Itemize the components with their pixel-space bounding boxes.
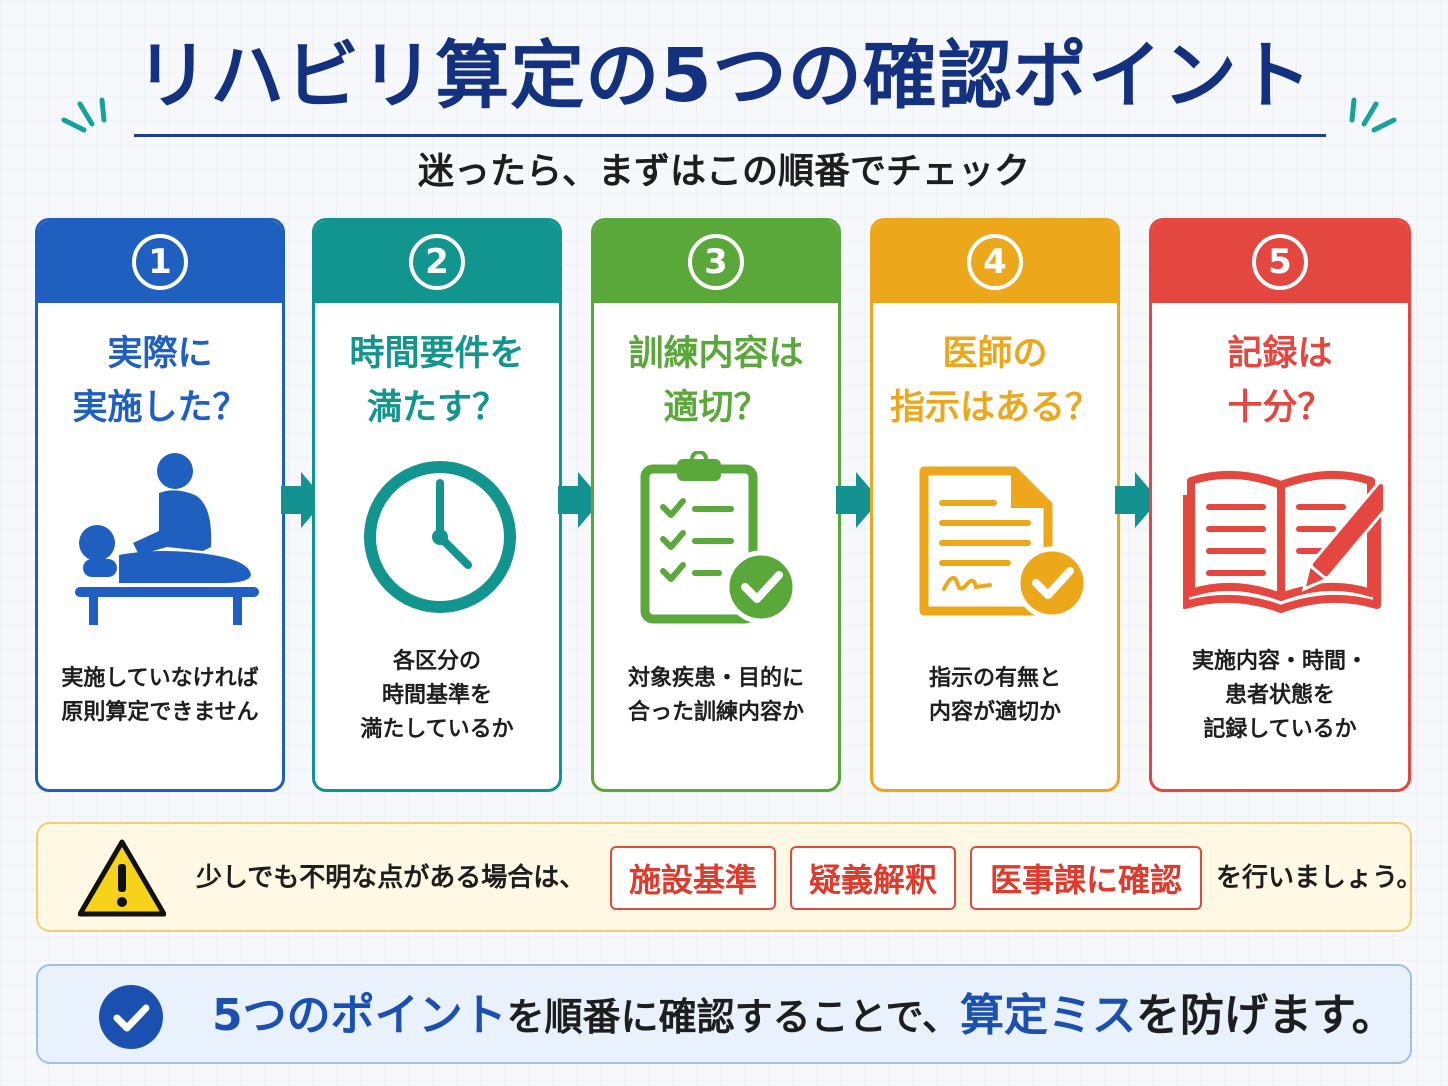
step-card-5: 5 記録は 十分？ 実施内容・時間・ 患者状態を 記録しているか bbox=[1149, 218, 1411, 792]
step-description-3: 対象疾患・目的に 合った訓練内容か bbox=[627, 666, 804, 725]
step-card-3: 3 訓練内容は 適切？ 対象疾患・目的に 合った訓練内容か bbox=[591, 218, 841, 792]
step-header-1: 1 bbox=[38, 221, 282, 303]
step-header-3: 3 bbox=[594, 221, 838, 303]
step-question-3: 訓練内容は 適切？ bbox=[628, 334, 804, 428]
arrow-right-icon bbox=[836, 472, 880, 528]
step-card-4: 4 医師の 指示はある？ 指示の有無と 内容が適切か bbox=[870, 218, 1120, 792]
summary-banner: 5つのポイントを順番に確認することで、算定ミスを防げます。 bbox=[36, 964, 1412, 1064]
warning-panel: 少しでも不明な点がある場合は、 施設基準 疑義解釈 医事課に確認 を行いましょう… bbox=[36, 822, 1422, 932]
step-description-1: 実施していなければ 原則算定できません bbox=[61, 666, 259, 725]
tag-query-interpretation: 疑義解釈 bbox=[790, 846, 956, 910]
arrow-right-icon bbox=[281, 472, 325, 528]
page-subtitle: 迷ったら、まずはこの順番でチェック bbox=[417, 151, 1030, 192]
arrow-right-icon bbox=[1115, 472, 1159, 528]
step-question-1: 実際に 実施した？ bbox=[72, 334, 248, 428]
page-title: リハビリ算定の5つの確認ポイント bbox=[135, 33, 1313, 119]
step-number-1: 1 bbox=[132, 234, 188, 290]
signed-document-icon bbox=[919, 466, 1089, 620]
step-header-4: 4 bbox=[873, 221, 1117, 303]
check-circle-icon bbox=[99, 985, 163, 1049]
step-number-3: 3 bbox=[688, 234, 744, 290]
step-number-2: 2 bbox=[409, 234, 465, 290]
summary-text: 5つのポイントを順番に確認することで、算定ミスを防げます。 bbox=[212, 988, 1396, 1045]
warning-tail-text: を行いましょう。 bbox=[1216, 863, 1423, 893]
summary-text-middle: を順番に確認することで、 bbox=[506, 995, 960, 1039]
step-description-2: 各区分の 時間基準を 満たしているか bbox=[360, 649, 514, 742]
step-question-2: 時間要件を 満たす？ bbox=[349, 334, 525, 428]
clipboard-check-icon bbox=[640, 451, 798, 624]
therapist-massage-icon bbox=[75, 453, 259, 625]
summary-highlight-errors: 算定ミス bbox=[959, 990, 1136, 1041]
step-number-4: 4 bbox=[967, 234, 1023, 290]
arrow-right-icon bbox=[558, 472, 602, 528]
step-card-2: 2 時間要件を 満たす？ 各区分の 時間基準を 満たしているか bbox=[312, 218, 562, 792]
notebook-pen-icon bbox=[1183, 470, 1383, 613]
accent-burst-right-icon bbox=[1349, 97, 1397, 133]
step-description-4: 指示の有無と 内容が適切か bbox=[928, 666, 1061, 725]
tag-facility-standards: 施設基準 bbox=[610, 846, 776, 910]
step-question-4: 医師の 指示はある？ bbox=[889, 334, 1100, 428]
title-underline bbox=[134, 134, 1326, 137]
clock-icon bbox=[364, 461, 516, 613]
accent-burst-left-icon bbox=[61, 97, 107, 133]
summary-highlight-points: 5つのポイント bbox=[212, 990, 507, 1041]
step-card-1: 1 実際に 実施した？ 実施していなければ 原則算定できません bbox=[35, 218, 285, 792]
step-header-5: 5 bbox=[1152, 221, 1408, 303]
step-description-5: 実施内容・時間・ 患者状態を 記録しているか bbox=[1191, 649, 1368, 742]
warning-triangle-icon bbox=[78, 839, 166, 917]
step-header-2: 2 bbox=[315, 221, 559, 303]
summary-text-end: を防げます。 bbox=[1135, 990, 1396, 1041]
tag-medical-affairs-confirm: 医事課に確認 bbox=[970, 846, 1202, 910]
step-number-5: 5 bbox=[1252, 234, 1308, 290]
warning-lead-text: 少しでも不明な点がある場合は、 bbox=[196, 863, 586, 893]
step-question-5: 記録は 十分？ bbox=[1227, 334, 1333, 428]
